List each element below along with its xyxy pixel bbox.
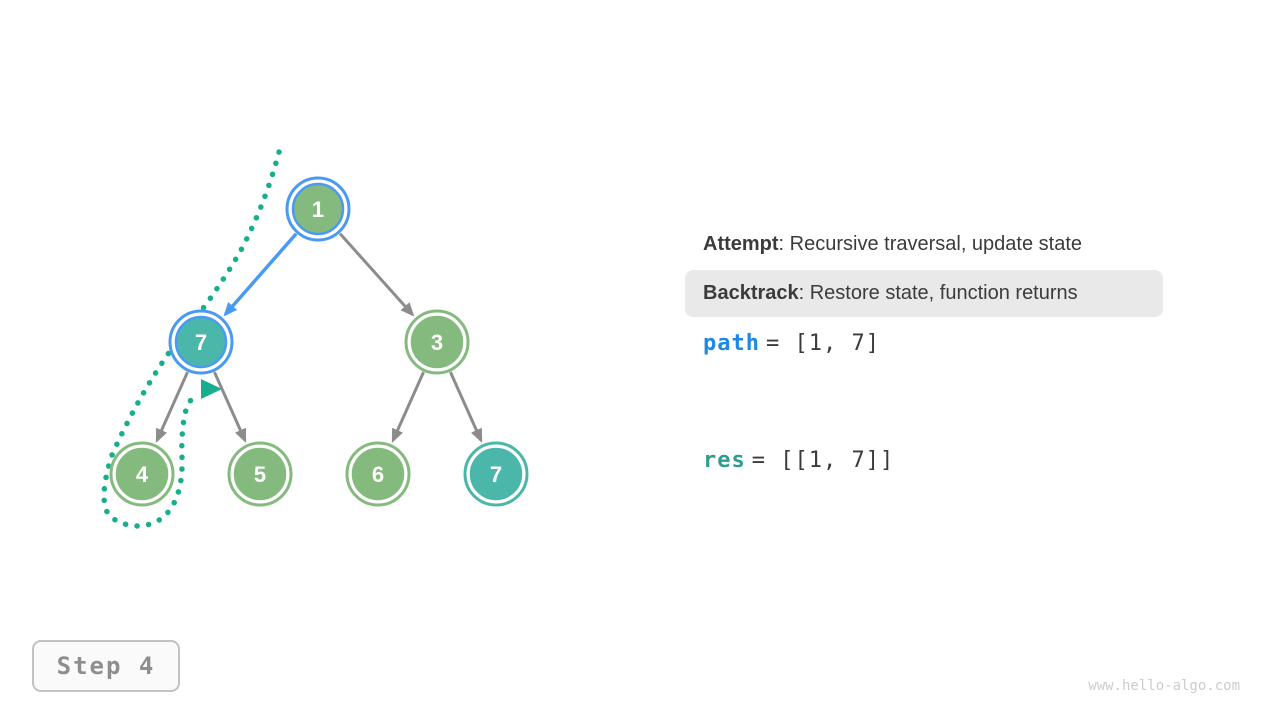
tree-edge-3-6	[391, 371, 425, 443]
tree-node-3: 3	[404, 309, 470, 375]
tree-edge-1-7	[223, 232, 298, 317]
tree-node-value: 1	[312, 197, 324, 222]
path-variable-line: path= [1, 7]	[703, 331, 880, 356]
res-variable-line: res= [[1, 7]]	[703, 448, 894, 473]
tree-node-7: 7	[463, 441, 529, 507]
tree-node-value: 3	[431, 330, 443, 355]
tree-node-6: 6	[345, 441, 411, 507]
watermark: www.hello-algo.com	[1088, 678, 1240, 694]
step-indicator: Step 4	[32, 640, 180, 692]
attempt-description: : Recursive traversal, update state	[778, 233, 1083, 255]
attempt-legend: Attempt: Recursive traversal, update sta…	[703, 232, 1082, 256]
tree-node-4: 4	[109, 441, 175, 507]
tree-node-5: 5	[227, 441, 293, 507]
path-value: = [1, 7]	[765, 331, 880, 356]
backtrack-legend: Backtrack: Restore state, function retur…	[703, 282, 1078, 305]
tree-edge-7-5	[213, 371, 247, 443]
attempt-term: Attempt	[703, 233, 779, 255]
backtrack-description: : Restore state, function returns	[798, 282, 1078, 304]
tree-node-value: 6	[372, 462, 384, 487]
res-value: = [[1, 7]]	[751, 448, 895, 473]
backtrack-dotted-path	[101, 149, 282, 529]
tree-node-value: 7	[490, 462, 502, 487]
tree-node-7: 7	[168, 309, 234, 375]
backtrack-legend-highlight: Backtrack: Restore state, function retur…	[685, 270, 1163, 317]
tree-edge-7-4	[155, 371, 189, 443]
backtrack-term: Backtrack	[703, 282, 799, 304]
tree-node-1: 1	[285, 176, 351, 242]
tree-edge-3-7	[449, 371, 483, 443]
tree-edge-1-3	[338, 232, 415, 317]
tree-node-value: 4	[136, 462, 149, 487]
tree-node-value: 7	[195, 330, 207, 355]
backtrack-arrowhead-icon	[201, 379, 222, 399]
tree-node-value: 5	[254, 462, 266, 487]
path-keyword: path	[703, 331, 760, 356]
step-label: Step 4	[56, 652, 156, 680]
res-keyword: res	[703, 448, 746, 473]
